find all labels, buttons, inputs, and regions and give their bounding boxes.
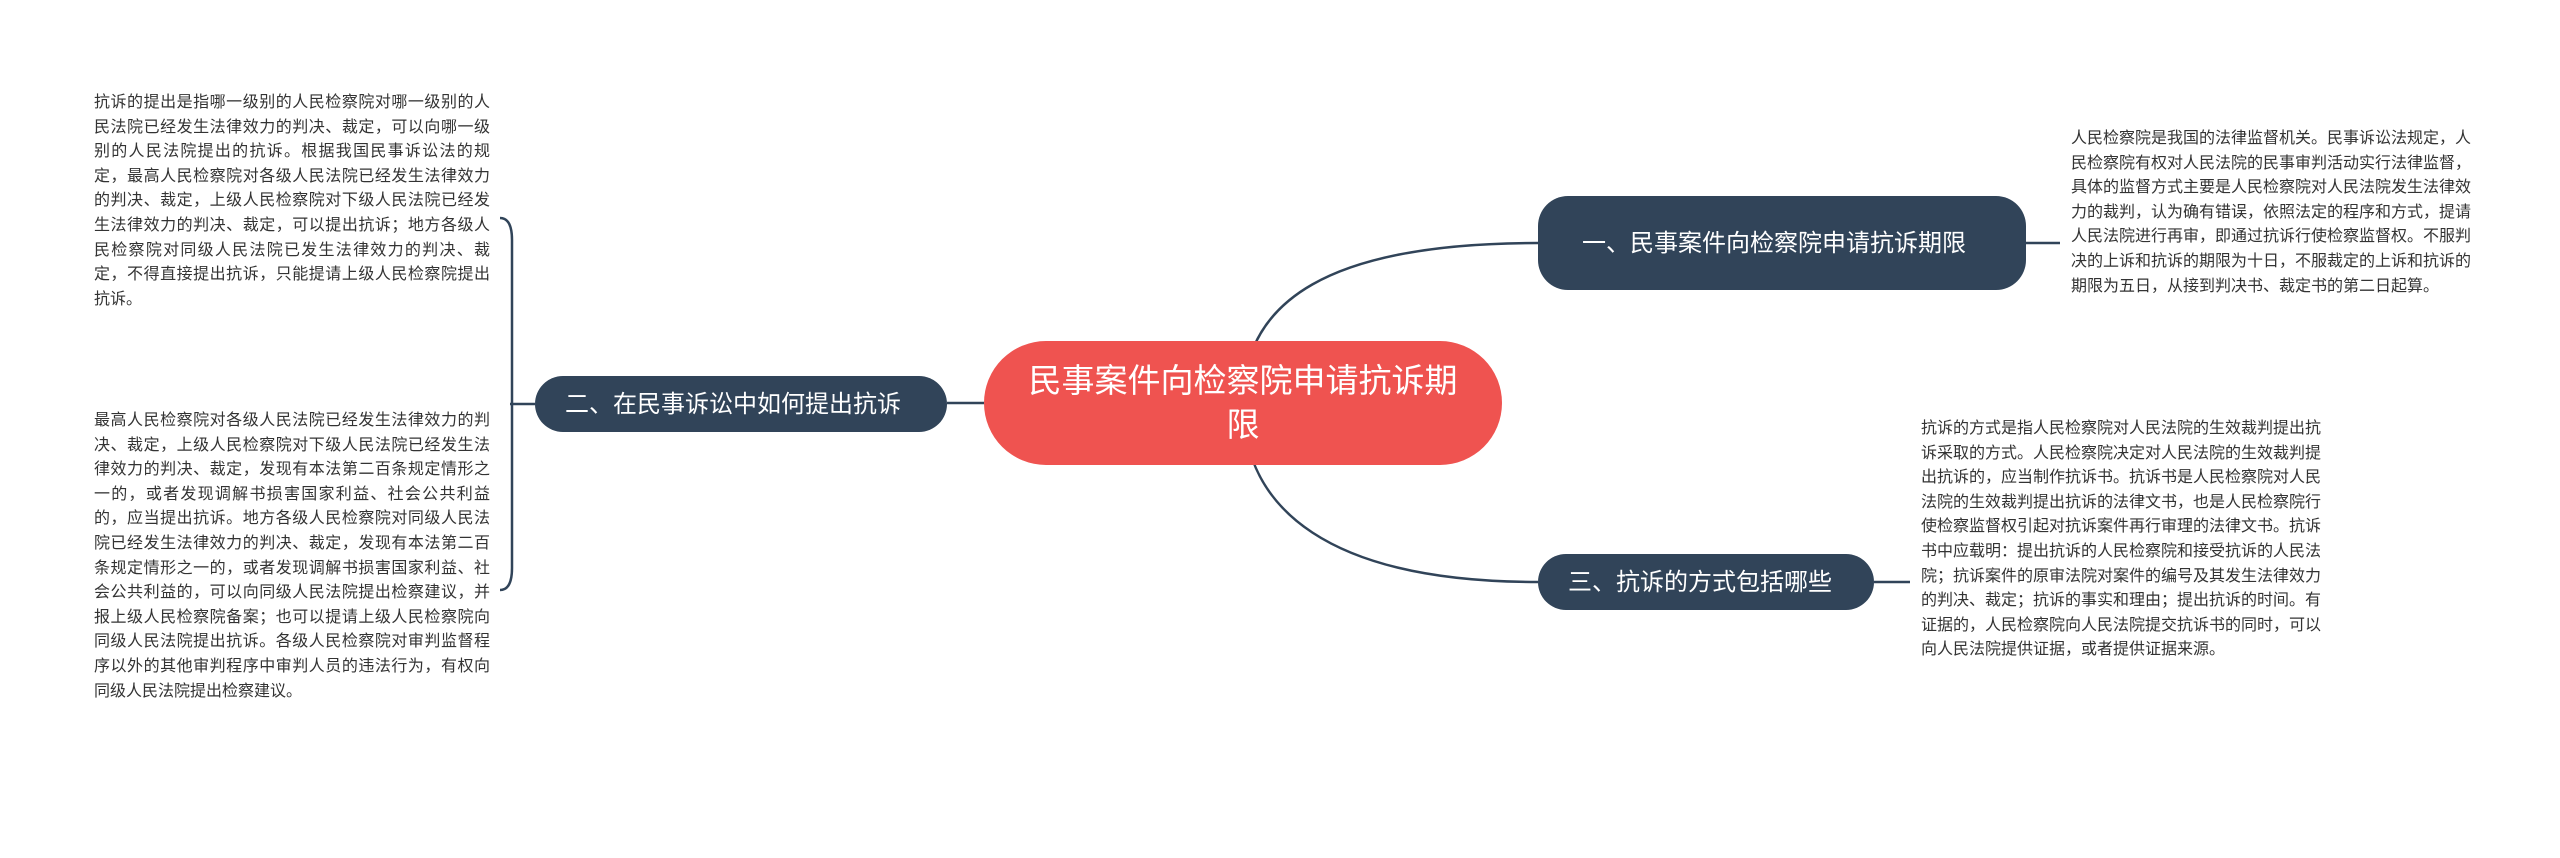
note-branch1: 人民检察院是我国的法律监督机关。民事诉讼法规定，人民检察院有权对人民法院的民事审… bbox=[2071, 128, 2472, 295]
note-branch2-b: 最高人民检察院对各级人民法院已经发生法律效力的判决、裁定，上级人民检察院对下级人… bbox=[94, 410, 490, 700]
branch-label-1: 一、民事案件向检察院申请抗诉期限 bbox=[1582, 229, 1966, 257]
branch-node-3[interactable]: 三、抗诉的方式包括哪些 bbox=[1538, 554, 1874, 610]
bracket-branch2-notes bbox=[499, 216, 514, 592]
branch-node-2[interactable]: 二、在民事诉讼中如何提出抗诉 bbox=[535, 376, 947, 432]
branch-node-1[interactable]: 一、民事案件向检察院申请抗诉期限 bbox=[1538, 196, 2026, 290]
branch-label-2: 二、在民事诉讼中如何提出抗诉 bbox=[565, 390, 901, 418]
root-title: 民事案件向检察院申请抗诉期限 bbox=[1028, 361, 1458, 444]
root-node[interactable]: 民事案件向检察院申请抗诉期限 bbox=[984, 341, 1502, 465]
branch-label-3: 三、抗诉的方式包括哪些 bbox=[1568, 568, 1832, 596]
note-branch2-a: 抗诉的提出是指哪一级别的人民检察院对哪一级别的人民法院已经发生法律效力的判决、裁… bbox=[94, 92, 490, 308]
note-branch3: 抗诉的方式是指人民检察院对人民法院的生效裁判提出抗诉采取的方式。人民检察院决定对… bbox=[1921, 418, 2322, 659]
